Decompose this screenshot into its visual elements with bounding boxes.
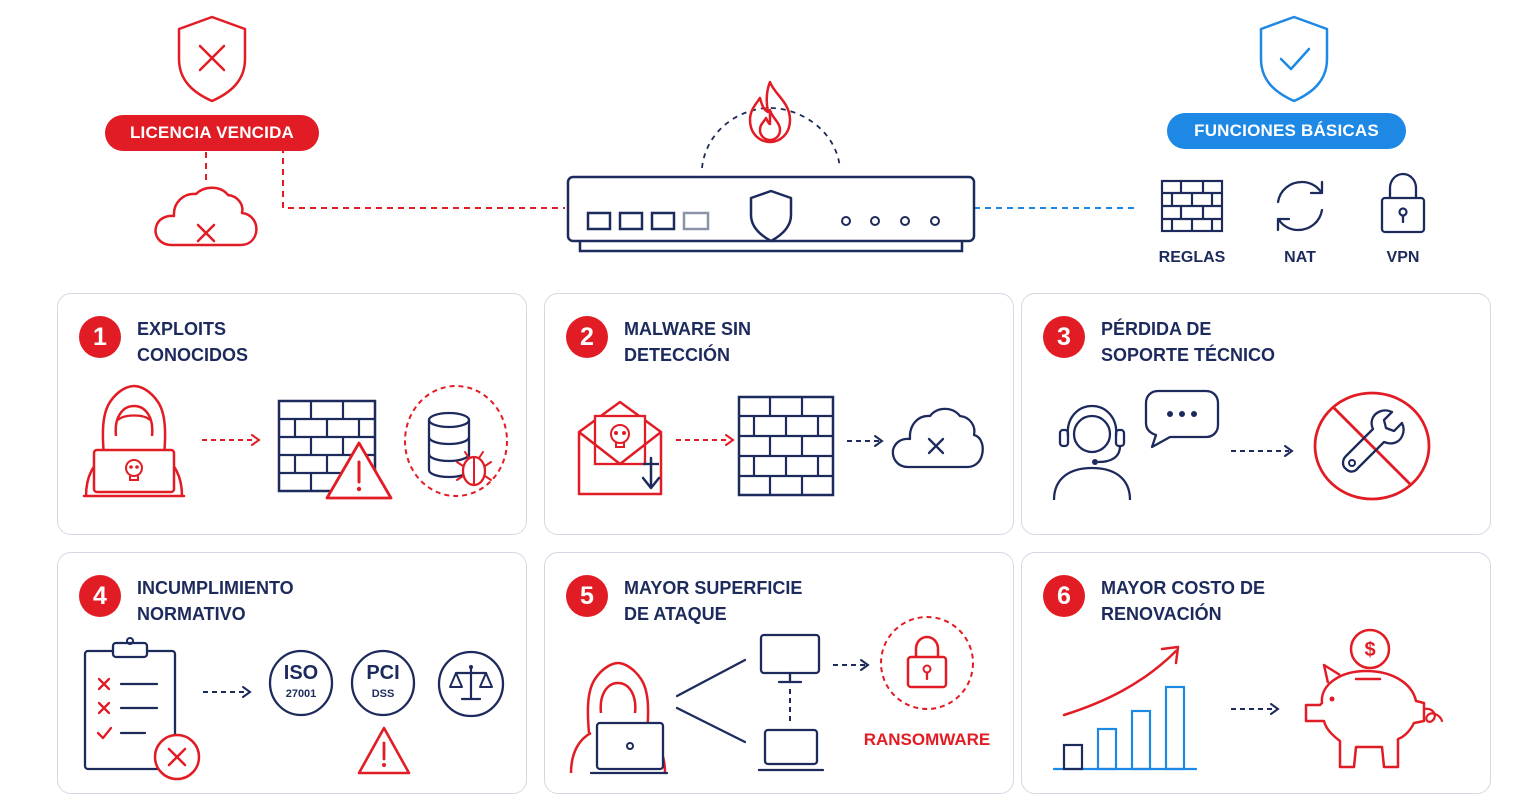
sync-icon	[1276, 180, 1324, 232]
flow-arrow	[847, 435, 884, 447]
basic-functions-badge: FUNCIONES BÁSICAS	[1167, 113, 1406, 149]
firewall-appliance	[566, 175, 976, 253]
license-connector	[205, 107, 1135, 209]
support-agent-icon	[1052, 404, 1132, 501]
svg-text:ISO: ISO	[284, 662, 318, 684]
rising-cost-chart-icon	[1052, 645, 1198, 771]
flow-arrow	[1231, 703, 1280, 715]
cloud-x-icon	[154, 186, 258, 247]
risk-number: 6	[1043, 575, 1085, 617]
svg-text:PCI: PCI	[366, 662, 399, 684]
flow-arrow	[202, 434, 261, 446]
attack-lines	[675, 658, 747, 744]
database-bug-icon	[404, 385, 508, 497]
warning-icon	[325, 441, 393, 500]
hacker-icon	[82, 384, 186, 498]
feature-label-nat: NAT	[1284, 249, 1316, 266]
malicious-email-icon	[577, 400, 663, 496]
checklist-icon	[83, 637, 201, 781]
flow-arrow	[676, 434, 735, 446]
warning-icon	[357, 726, 411, 775]
ransomware-lock-icon	[880, 616, 974, 710]
risk-number: 5	[566, 575, 608, 617]
feature-label-rules: REGLAS	[1158, 249, 1226, 266]
chat-bubble-icon	[1144, 389, 1220, 449]
shield-check-icon	[1259, 15, 1329, 103]
piggy-bank-icon: $	[1304, 628, 1444, 769]
flame-icon	[748, 80, 792, 144]
svg-text:$: $	[1364, 639, 1375, 661]
firewall-wall-icon	[737, 395, 835, 497]
pci-badge: PCI DSS	[350, 649, 416, 717]
flow-arrow	[833, 659, 870, 671]
svg-text:27001: 27001	[286, 688, 317, 700]
risk-number: 1	[79, 316, 121, 358]
scales-of-justice-icon	[437, 650, 505, 718]
feature-label-vpn: VPN	[1386, 249, 1420, 266]
shield-x-icon	[177, 15, 247, 103]
cloud-x-icon	[891, 407, 984, 469]
firewall-icon	[1160, 179, 1224, 233]
padlock-icon	[1380, 172, 1426, 234]
iso-badge: ISO 27001	[268, 649, 334, 717]
laptop-icon	[757, 728, 825, 772]
hacker-icon	[569, 661, 669, 775]
flow-arrow	[1231, 445, 1294, 457]
risk-number: 4	[79, 575, 121, 617]
svg-text:DSS: DSS	[372, 688, 395, 700]
risk-number: 3	[1043, 316, 1085, 358]
ransomware-label: RANSOMWARE	[863, 730, 991, 749]
flow-arrow	[203, 686, 252, 698]
no-support-icon	[1313, 391, 1431, 501]
risk-number: 2	[566, 316, 608, 358]
desktop-icon	[759, 633, 821, 684]
firewall-wall-icon	[277, 399, 377, 493]
link-dashes	[789, 689, 791, 723]
expired-license-badge: LICENCIA VENCIDA	[105, 115, 319, 151]
